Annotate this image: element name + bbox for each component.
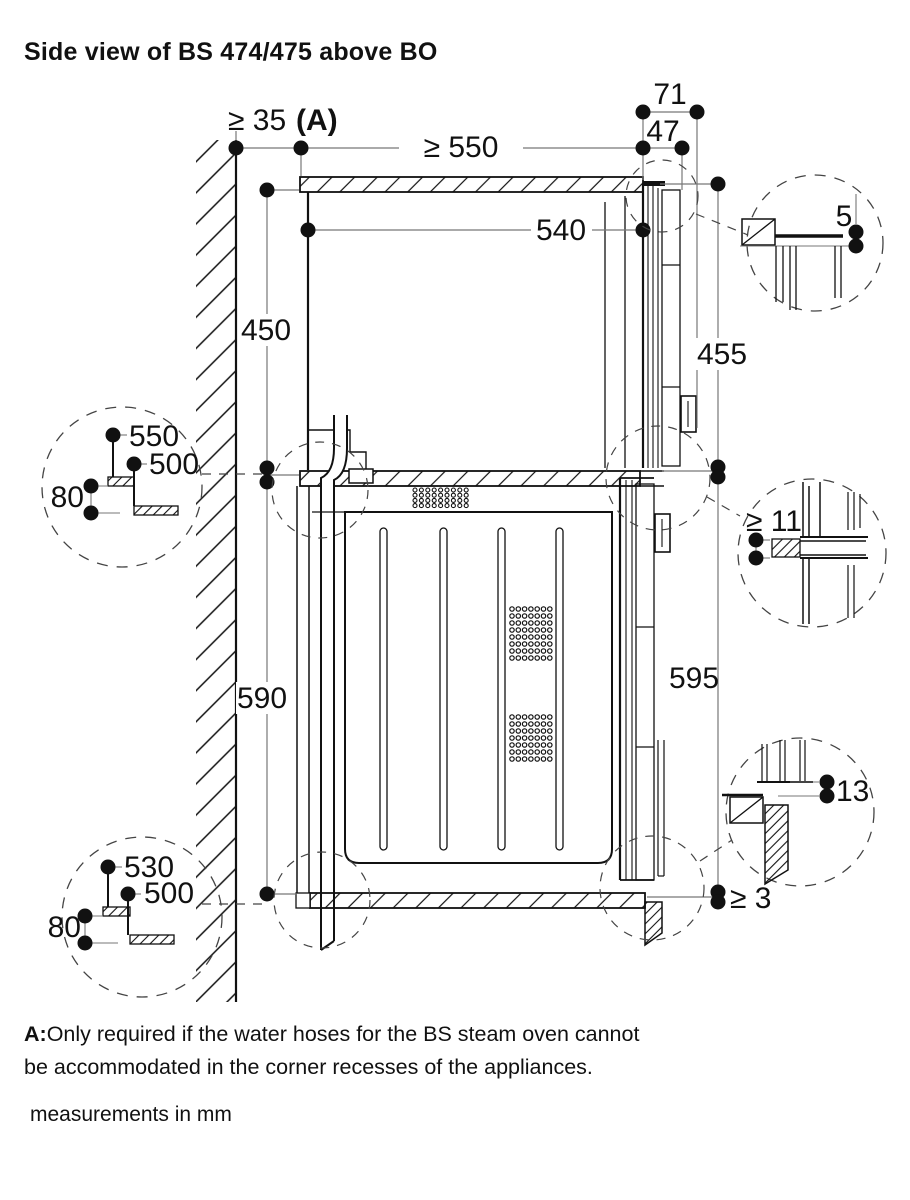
dim-door-total: [642, 111, 698, 428]
vent-grid-middle: [509, 606, 553, 661]
label-wall-clearance-ref: (A): [296, 104, 338, 137]
footnote-line-1: A:Only required if the water hoses for t…: [24, 1022, 640, 1046]
water-hose: [320, 415, 374, 951]
label-upper-appliance-height: 455: [697, 338, 747, 371]
label-shelf-recess: ≥ 11: [746, 505, 802, 538]
plinth-vent-trim: [644, 901, 663, 947]
dimension-lines: [235, 111, 719, 898]
dim-wall-clearance: [235, 131, 302, 176]
label-wall-clearance: ≥ 35: [228, 104, 286, 137]
label-upper-recess-depth: 500: [149, 448, 199, 481]
detail-top-gap: 5: [740, 174, 884, 312]
label-lower-appliance-height: 595: [669, 662, 719, 695]
page-title: Side view of BS 474/475 above BO: [24, 38, 438, 66]
label-appliance-depth: 540: [536, 214, 586, 247]
oven-slot: [439, 527, 448, 851]
wall-section: [196, 140, 238, 1002]
label-upper-niche-height: 450: [241, 314, 291, 347]
plinth: [295, 892, 646, 909]
label-upper-niche-depth: 550: [129, 420, 179, 453]
built-in-oven: [296, 478, 622, 893]
oven-cavity: [344, 511, 613, 864]
dimension-dots: [228, 104, 726, 910]
label-door-total: 71: [653, 78, 686, 111]
detail-shelf-recess: ≥ 11: [737, 478, 887, 628]
label-worktop-depth: ≥ 550: [424, 131, 499, 164]
detail-upper-corner: 550 500 80: [41, 406, 203, 568]
units-note: measurements in mm: [30, 1103, 232, 1126]
label-upper-recess-height: 80: [51, 481, 84, 514]
dim-upper-appliance-height: [660, 183, 719, 472]
built-in-oven-door: [620, 477, 671, 881]
footnote: A:Only required if the water hoses for t…: [24, 1018, 804, 1084]
door-handle-upper: [680, 395, 697, 433]
wall-hatch: [196, 140, 236, 1002]
label-plinth-vent: 13: [836, 775, 869, 808]
worktop: [299, 176, 644, 193]
oven-slot: [555, 527, 564, 851]
dimension-labels: ≥ 35 (A) ≥ 550 71 47 540 450 455 590 595…: [228, 78, 771, 915]
detail-plinth-vent: 13: [722, 737, 875, 887]
detail-locators: [202, 159, 749, 949]
label-door-depth: 47: [646, 115, 679, 148]
label-top-gap: 5: [836, 200, 853, 233]
footnote-marker: A:: [24, 1022, 47, 1046]
label-lower-niche-depth: 530: [124, 851, 174, 884]
vent-grid-top: [412, 487, 469, 509]
detail-lower-corner: 530 500 80: [48, 836, 223, 998]
door-handle-lower: [654, 513, 671, 553]
steam-oven-door: [641, 181, 697, 468]
hose-coupling: [348, 468, 374, 484]
oven-slot: [497, 527, 506, 851]
vent-grid-lower: [509, 714, 553, 762]
label-lower-niche-height: 590: [237, 682, 287, 715]
footnote-line-2: be accommodated in the corner recesses o…: [24, 1055, 593, 1079]
label-lower-recess-depth: 500: [144, 877, 194, 910]
label-lower-recess-height: 80: [48, 911, 81, 944]
oven-slot: [379, 527, 388, 851]
label-bottom-gap: ≥ 3: [730, 882, 771, 915]
